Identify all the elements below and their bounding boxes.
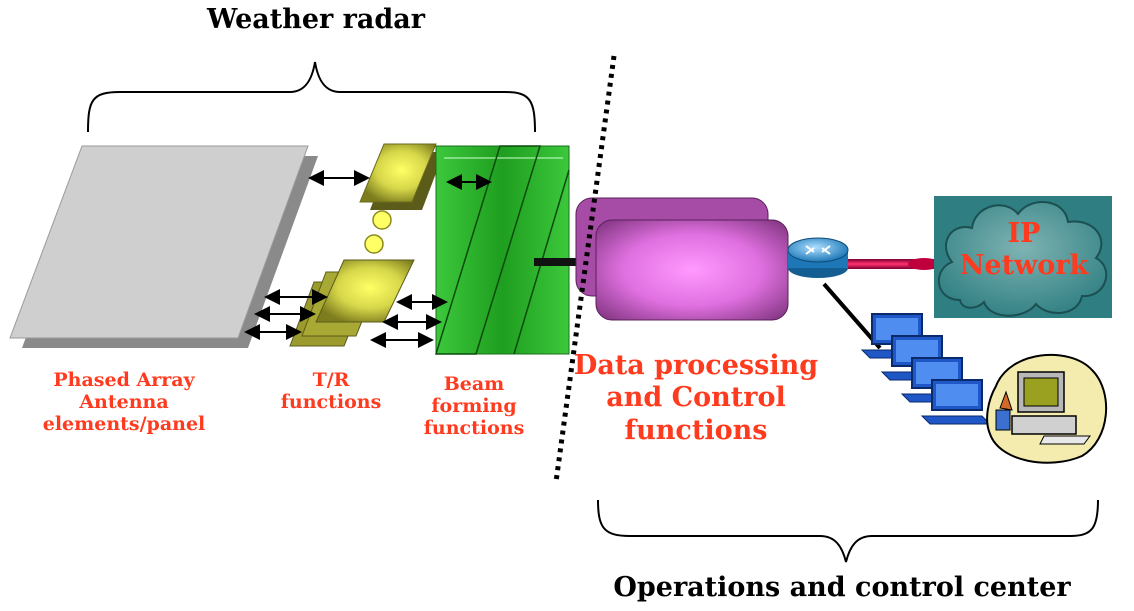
cloud-icon <box>937 201 1108 317</box>
router-to-workstations-link <box>822 282 882 350</box>
ip-link-end <box>908 258 940 270</box>
beam-forming-slab <box>434 145 542 355</box>
operations-center-title: Operations and control center <box>613 572 1071 603</box>
ellipsis-dot-2 <box>364 234 384 254</box>
router-icon <box>787 237 849 278</box>
tr-functions-line-1: T/R <box>312 369 350 391</box>
weather-radar-title: Weather radar <box>206 4 426 35</box>
beam-to-processor-link <box>534 258 582 266</box>
phased-array-label: Phased Array Antenna elements/panel <box>14 369 234 436</box>
phased-array-antenna-panel <box>9 145 309 339</box>
ip-network-link <box>848 259 938 269</box>
tr-functions-line-2: functions <box>280 390 382 413</box>
beam-forming-line-3: functions <box>423 416 525 439</box>
tr-module-stack-1 <box>315 259 415 323</box>
data-processing-line-2: and Control <box>606 382 786 414</box>
ip-network-line-1: IP <box>1007 218 1041 249</box>
beam-forming-block <box>435 145 570 355</box>
computer-workstation-icon <box>860 313 992 425</box>
phased-array-line-1: Phased Array <box>53 369 195 391</box>
phased-array-line-2: Antenna <box>79 390 169 413</box>
ip-network-line-2: Network <box>959 250 1089 282</box>
weather-radar-brace <box>87 61 536 133</box>
beam-forming-label: Beam forming functions <box>404 373 544 440</box>
data-processing-line-1: Data processing <box>573 350 819 381</box>
ellipsis-dot-1 <box>372 210 392 230</box>
ip-network-label: IP Network <box>940 218 1108 283</box>
data-processing-line-3: functions <box>624 414 768 446</box>
phased-array-line-3: elements/panel <box>42 412 206 435</box>
operations-center-brace <box>597 499 1099 563</box>
processor-box-front <box>595 219 789 321</box>
data-processing-label: Data processing and Control functions <box>562 350 830 447</box>
tr-functions-label: T/R functions <box>276 369 386 414</box>
beam-forming-line-1: Beam <box>443 373 505 395</box>
beam-forming-line-2: forming <box>431 394 517 417</box>
operator-desk-clipart-icon <box>986 353 1108 464</box>
